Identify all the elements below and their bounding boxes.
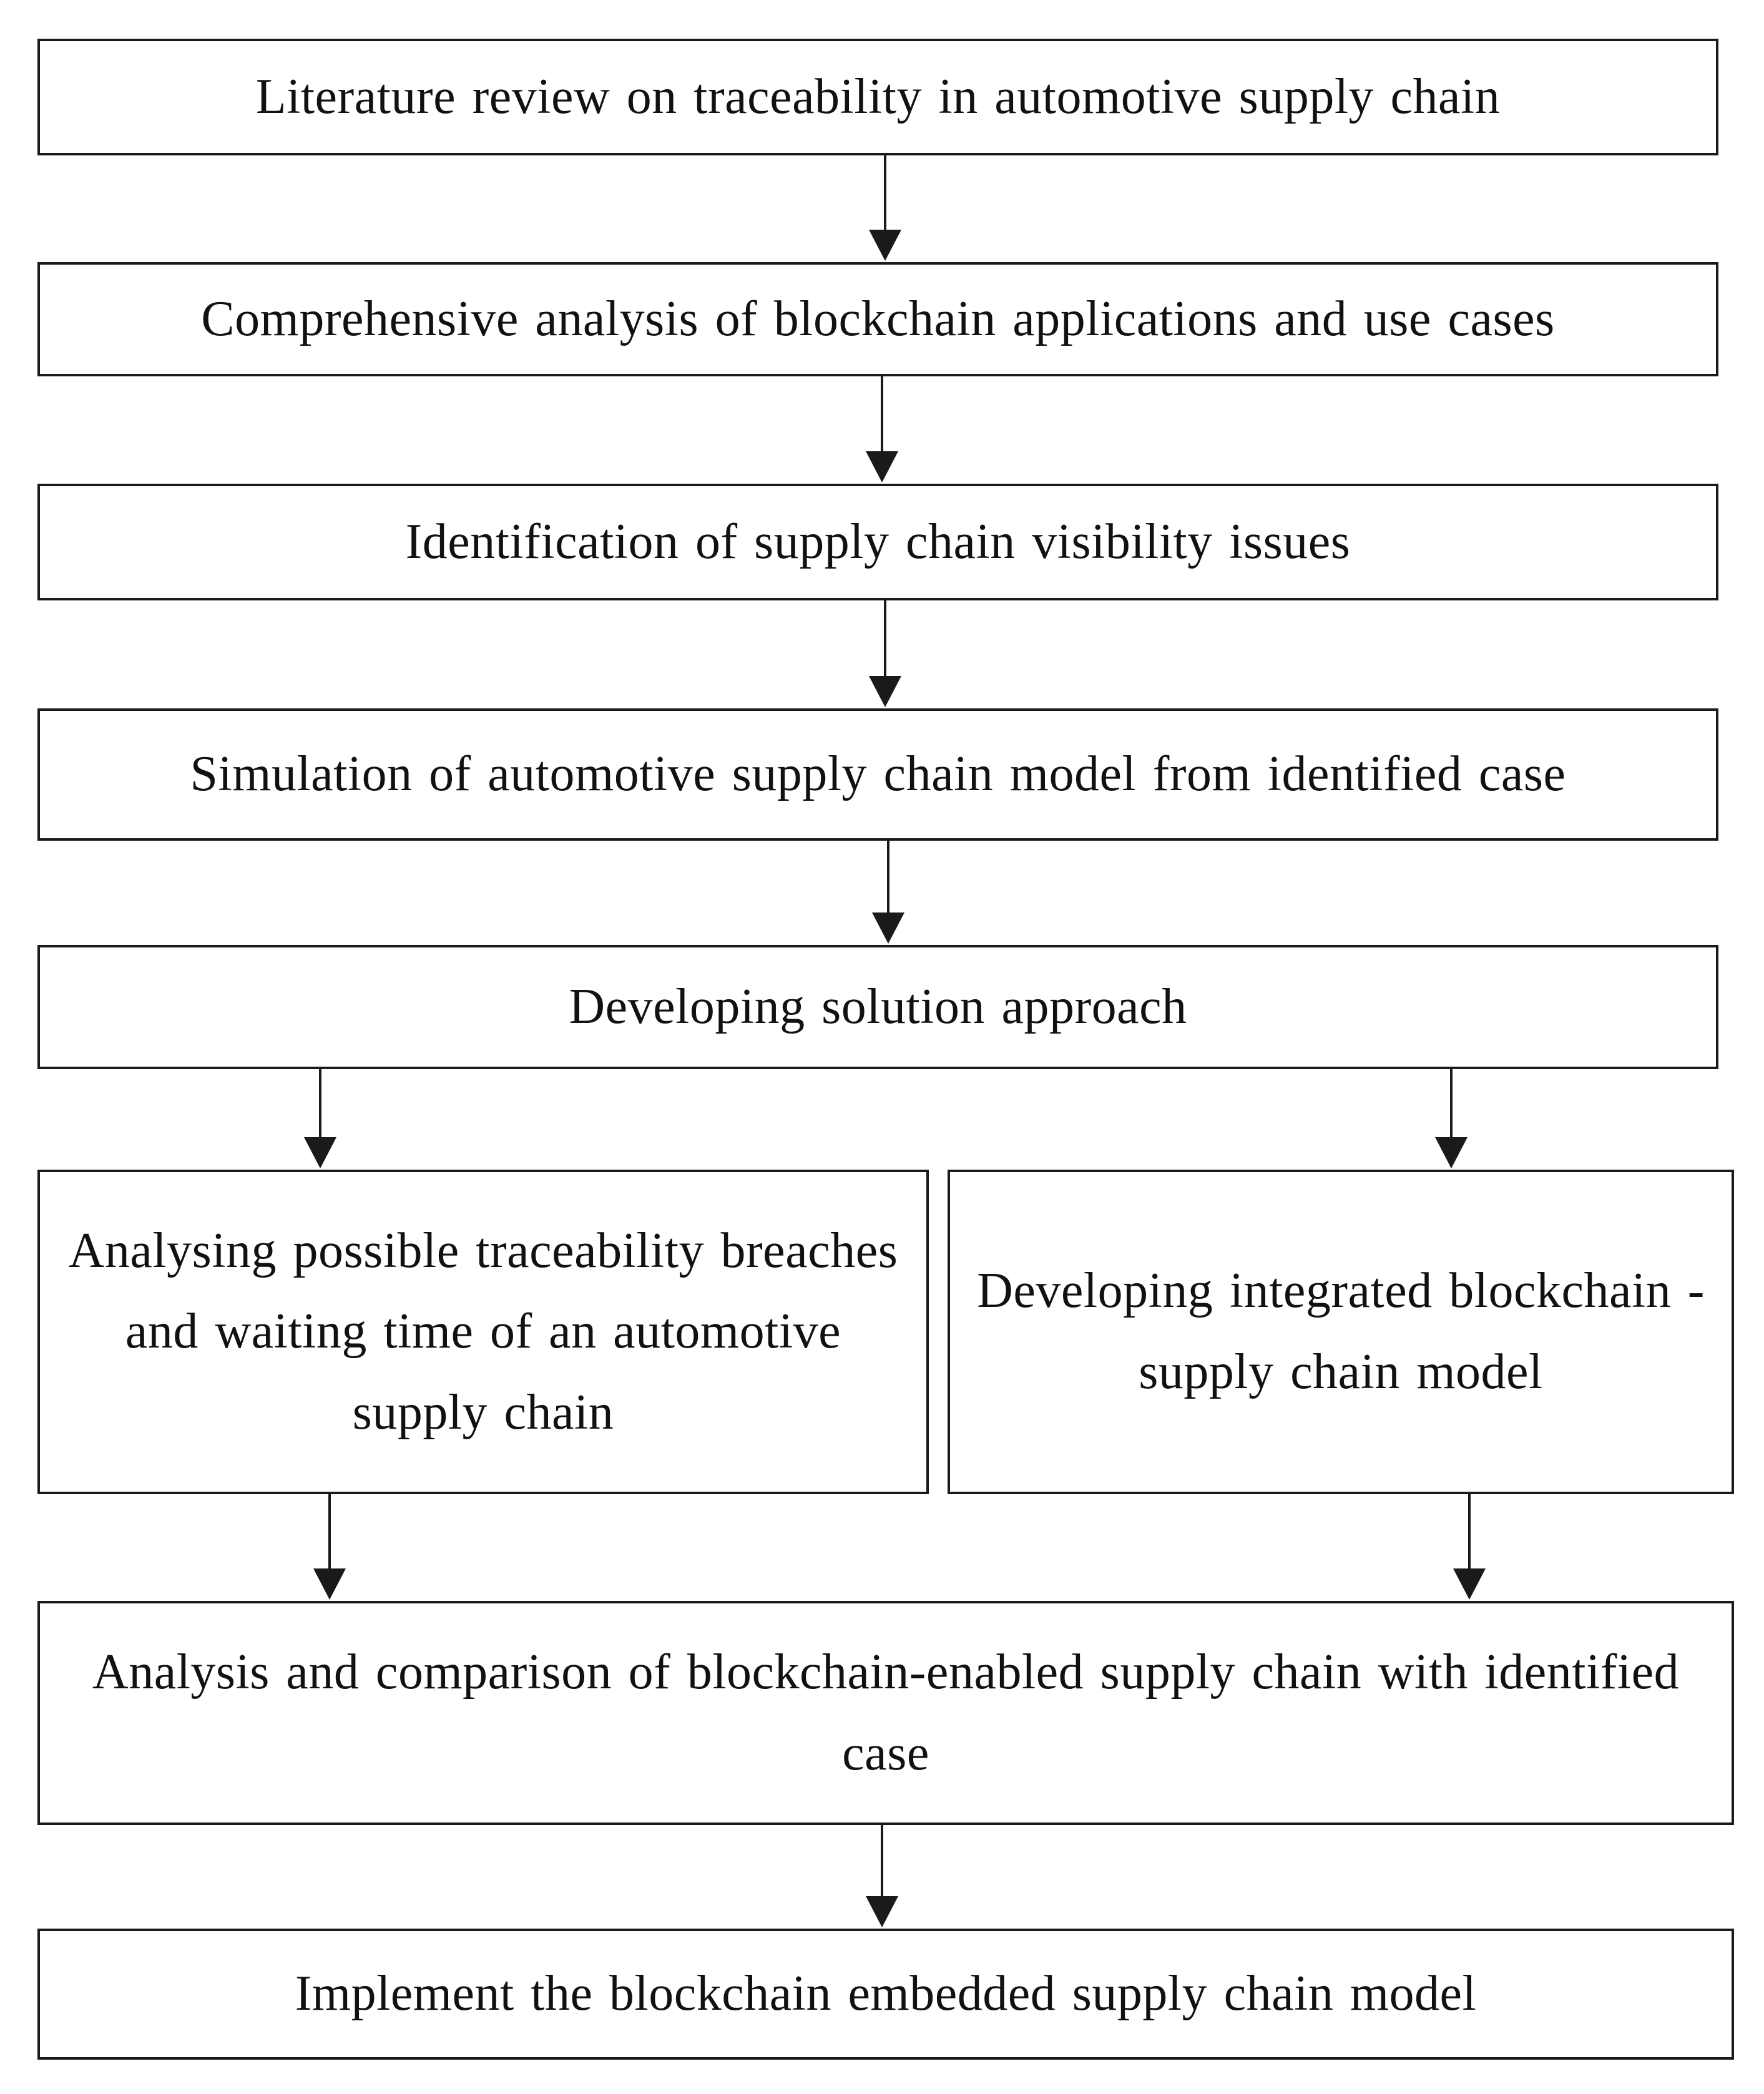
arrow-step7-to-step8 [1453, 1494, 1486, 1600]
arrow-step8-to-step9 [866, 1825, 898, 1927]
step-integrated-model: Developing integrated blockchain - suppl… [948, 1170, 1734, 1494]
step-visibility-issues: Identification of supply chain visibilit… [37, 484, 1718, 600]
arrow-step5-to-step6 [304, 1069, 336, 1168]
step-blockchain-analysis-label: Comprehensive analysis of blockchain app… [201, 291, 1555, 346]
arrow-step2-to-step3 [866, 376, 898, 482]
step-analysis-comparison: Analysis and comparison of blockchain-en… [37, 1601, 1734, 1825]
step-solution-approach: Developing solution approach [37, 945, 1718, 1069]
step-solution-approach-label: Developing solution approach [569, 979, 1187, 1034]
step-analysis-comparison-label: Analysis and comparison of blockchain-en… [92, 1644, 1680, 1781]
step-visibility-issues-label: Identification of supply chain visibilit… [405, 514, 1351, 569]
step-literature-review: Literature review on traceability in aut… [37, 39, 1718, 155]
step-simulation: Simulation of automotive supply chain mo… [37, 708, 1718, 841]
step-traceability-breaches: Analysing possible traceability breaches… [37, 1170, 929, 1494]
step-blockchain-analysis: Comprehensive analysis of blockchain app… [37, 262, 1718, 376]
step-simulation-label: Simulation of automotive supply chain mo… [190, 746, 1566, 802]
arrow-step6-to-step8 [313, 1494, 346, 1600]
arrow-step4-to-step5 [872, 841, 904, 944]
step-traceability-breaches-label: Analysing possible traceability breaches… [68, 1223, 898, 1440]
step-integrated-model-label: Developing integrated blockchain - suppl… [977, 1263, 1705, 1399]
arrow-step5-to-step7 [1435, 1069, 1468, 1168]
step-literature-review-label: Literature review on traceability in aut… [255, 69, 1501, 124]
arrow-step1-to-step2 [869, 155, 901, 261]
step-implement-model-label: Implement the blockchain embedded supply… [295, 1966, 1477, 2022]
arrow-step3-to-step4 [869, 600, 901, 707]
step-implement-model: Implement the blockchain embedded supply… [37, 1929, 1734, 2060]
